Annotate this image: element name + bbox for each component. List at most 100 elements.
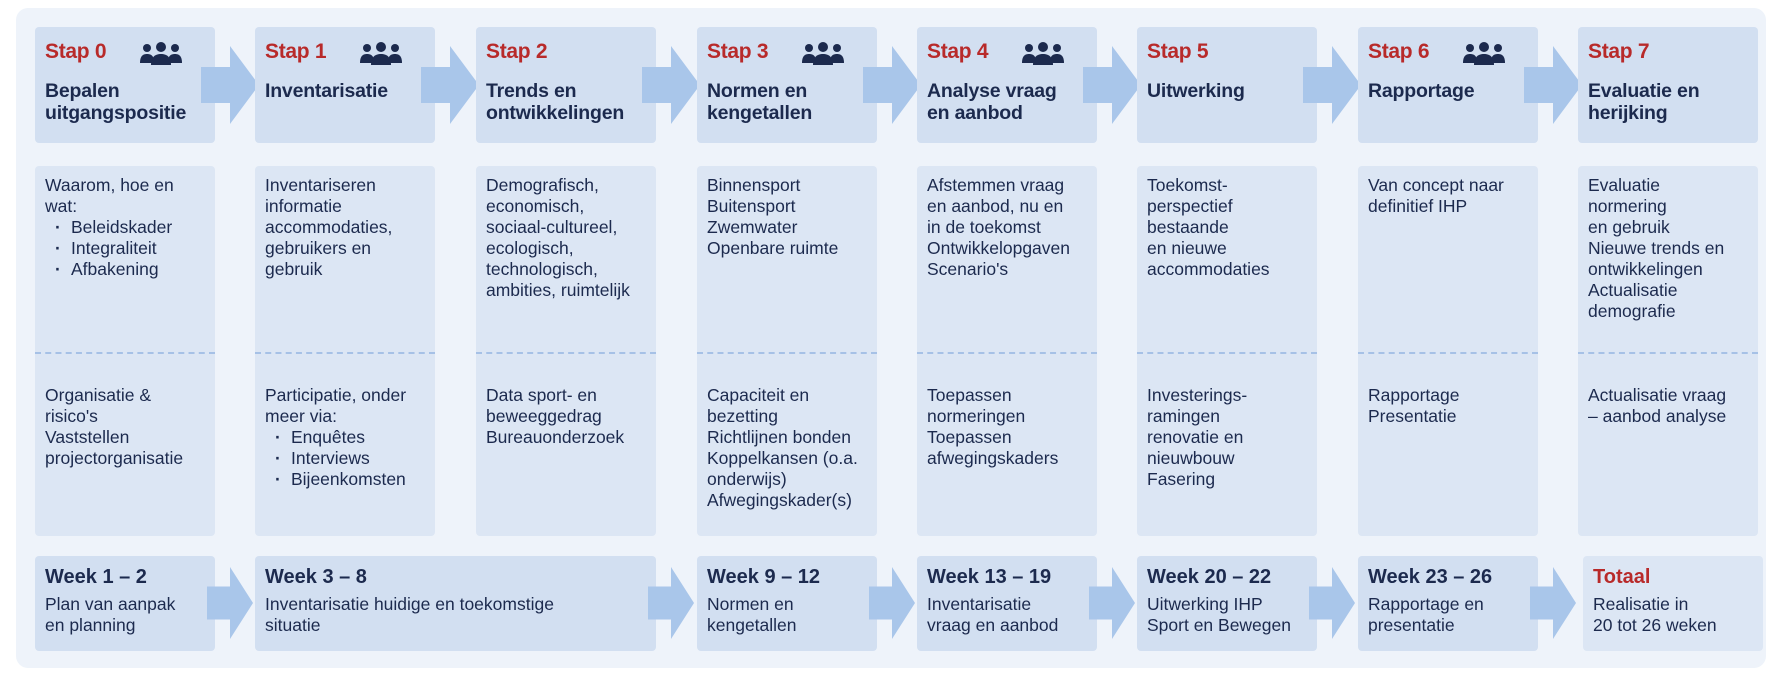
- text-line: vraag en aanbod: [927, 615, 1059, 635]
- text-line: Buitensport: [707, 196, 796, 216]
- text-line: situatie: [265, 615, 321, 635]
- subtitle-line: Bepalen: [45, 80, 120, 102]
- team-icon: [360, 42, 402, 65]
- text-line: onderwijs): [707, 469, 787, 489]
- text-line: Vaststellen: [45, 427, 130, 447]
- week-title: Week 1 – 2: [45, 566, 147, 588]
- flow-arrow: [1309, 567, 1355, 639]
- team-icon: [802, 42, 844, 65]
- bullet-item: Interviews: [265, 448, 429, 469]
- text-line: Actualisatie: [1588, 280, 1678, 300]
- step-title: Stap 3: [707, 40, 769, 63]
- text-line: 20 tot 26 weken: [1593, 615, 1717, 635]
- step-subtitle: Uitwerking: [1147, 80, 1307, 102]
- text-line: Zwemwater: [707, 217, 798, 237]
- bullet-item: Enquêtes: [265, 427, 429, 448]
- week-title: Week 9 – 12: [707, 566, 821, 588]
- text-line: Binnensport: [707, 175, 801, 195]
- step-body-0: Waarom, hoe enwat:BeleidskaderIntegralit…: [35, 166, 215, 536]
- flow-arrow: [1530, 567, 1576, 639]
- subtitle-line: en aanbod: [927, 102, 1023, 124]
- text-line: Openbare ruimte: [707, 238, 839, 258]
- flow-arrow: [1303, 46, 1361, 124]
- text-line: Normen en: [707, 594, 794, 614]
- text-line: Demografisch,: [486, 175, 599, 195]
- subtitle-line: Rapportage: [1368, 80, 1475, 102]
- step-subtitle: Inventarisatie: [265, 80, 425, 102]
- text-line: perspectief: [1147, 196, 1233, 216]
- text-line: Bureauonderzoek: [486, 427, 625, 447]
- subtitle-line: Normen en: [707, 80, 808, 102]
- flow-arrow: [648, 567, 694, 639]
- text-line: Toepassen: [927, 427, 1012, 447]
- flow-arrow: [863, 46, 921, 124]
- text-line: beweeggedrag: [486, 406, 602, 426]
- text-line: Fasering: [1147, 469, 1216, 489]
- text-line: Van concept naar: [1368, 175, 1504, 195]
- text-line: en nieuwe: [1147, 238, 1227, 258]
- team-icon: [140, 42, 182, 65]
- text-line: renovatie en: [1147, 427, 1244, 447]
- subtitle-line: kengetallen: [707, 102, 813, 124]
- text-line: Sport en Bewegen: [1147, 615, 1291, 635]
- week-title: Week 20 – 22: [1147, 566, 1272, 588]
- subtitle-line: Evaluatie en: [1588, 80, 1700, 102]
- flow-arrow: [869, 567, 915, 639]
- text-line: Toekomst-: [1147, 175, 1228, 195]
- text-line: afwegingskaders: [927, 448, 1059, 468]
- step-body-2: Demografisch,economisch,sociaal-culturee…: [476, 166, 656, 536]
- text-line: Scenario's: [927, 259, 1009, 279]
- week-title: Week 3 – 8: [265, 566, 367, 588]
- step-subtitle: Rapportage: [1368, 80, 1528, 102]
- subtitle-line: Uitwerking: [1147, 80, 1245, 102]
- subtitle-line: Analyse vraag: [927, 80, 1057, 102]
- text-line: Data sport- en: [486, 385, 597, 405]
- step-title: Stap 4: [927, 40, 989, 63]
- text-line: – aanbod analyse: [1588, 406, 1727, 426]
- text-line: Plan van aanpak: [45, 594, 176, 614]
- week-title: Week 23 – 26: [1368, 566, 1493, 588]
- step-methods: Actualisatie vraag– aanbod analyse: [1588, 385, 1752, 427]
- step-title: Stap 5: [1147, 40, 1209, 63]
- text-line: ecologisch,: [486, 238, 574, 258]
- text-line: Realisatie in: [1593, 594, 1689, 614]
- text-line: sociaal-cultureel,: [486, 217, 618, 237]
- bullet-item: Afbakening: [45, 259, 209, 280]
- flow-arrow: [642, 46, 700, 124]
- text-line: accommodaties: [1147, 259, 1270, 279]
- dashed-divider: [1137, 352, 1317, 354]
- dashed-divider: [35, 352, 215, 354]
- text-line: ambities, ruimtelijk: [486, 280, 630, 300]
- flow-arrow: [1089, 567, 1135, 639]
- text-line: Inventarisatie: [927, 594, 1032, 614]
- flow-arrow: [1083, 46, 1141, 124]
- text-line: projectorganisatie: [45, 448, 184, 468]
- text-line: Uitwerking IHP: [1147, 594, 1263, 614]
- week-title: Week 13 – 19: [927, 566, 1052, 588]
- text-line: Afwegingskader(s): [707, 490, 852, 510]
